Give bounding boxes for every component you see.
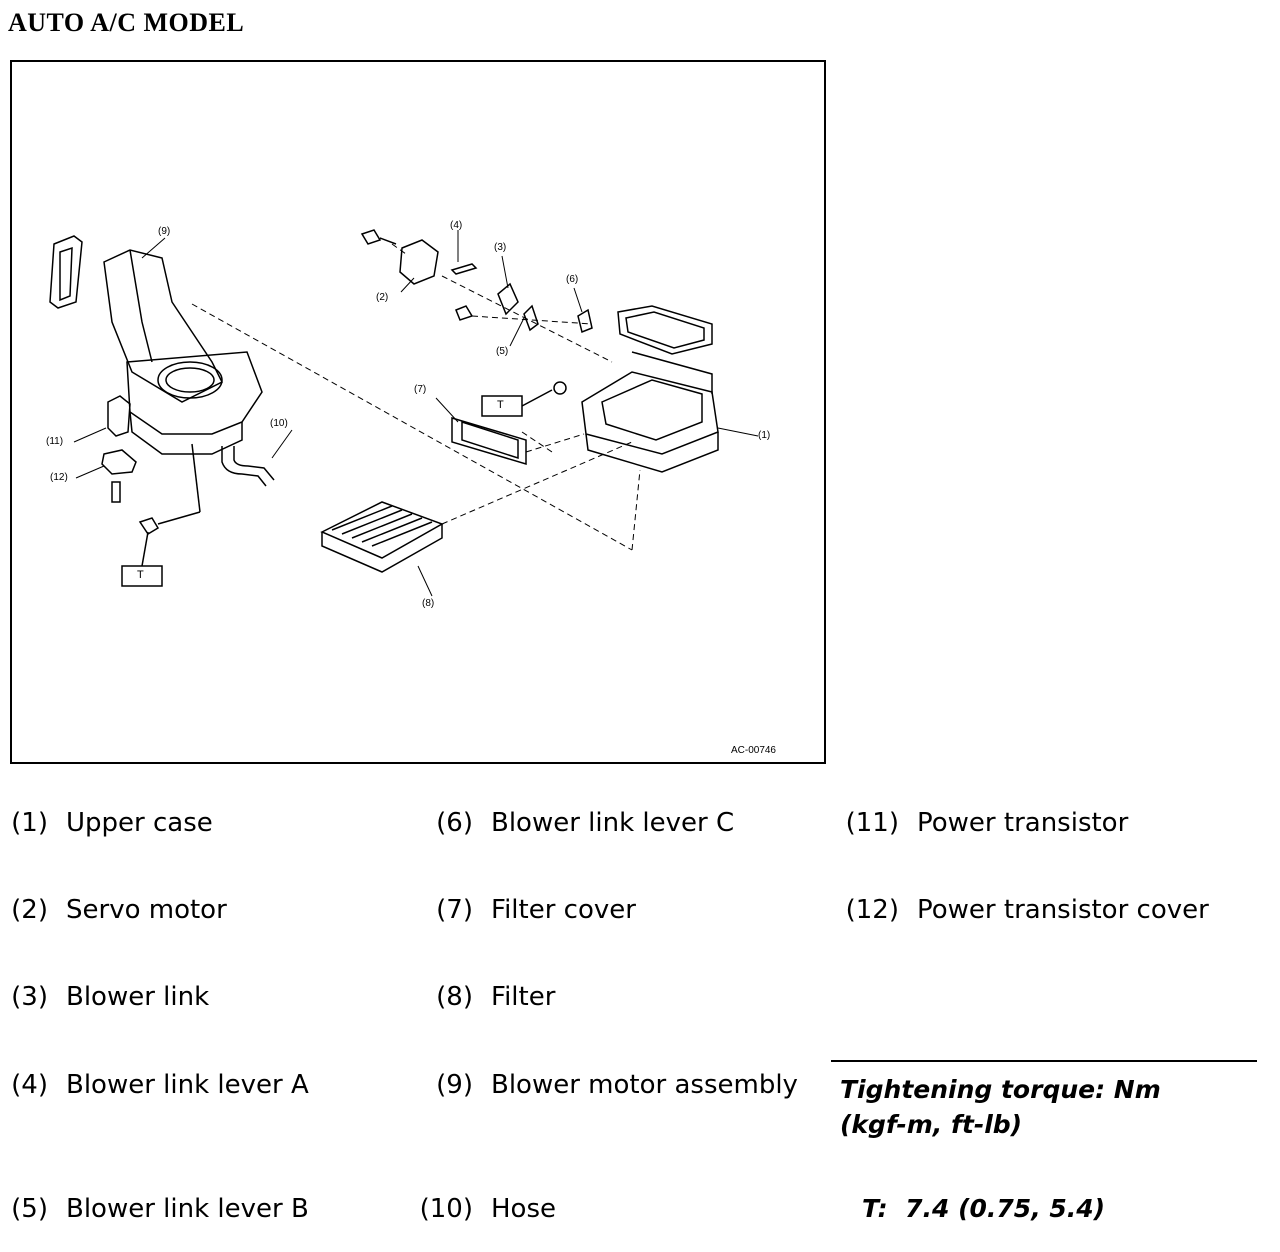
legend-number: (2) [11,895,48,925]
bolt-part [138,443,201,536]
exploded-diagram: (1) (2) (3) (4) (5) (6) (7) (8) (9) (10)… [10,60,826,764]
legend-label: Hose [491,1194,556,1224]
legend-label: Blower link [66,982,210,1012]
upper-case-part [581,305,719,473]
torque-heading: Tightening torque: Nm (kgf-m, ft-lb) [840,1072,1161,1142]
legend-label: Filter [491,982,556,1012]
torque-divider [831,1060,1257,1062]
figure-code: AC-00746 [730,745,776,756]
callout-1: (1) [758,430,771,441]
legend-label: Blower link lever C [491,808,735,838]
legend-item: (5) Blower link lever B [11,1194,309,1224]
torque-tags [121,389,553,587]
legend-label: Blower motor assembly [491,1070,798,1100]
assembly-guide-lines [191,243,641,551]
callout-3: (3) [494,242,507,253]
blower-link-part [450,263,593,334]
legend-number: (1) [11,808,48,838]
callout-9: (9) [158,226,171,237]
legend-label: Filter cover [491,895,636,925]
callout-4: (4) [450,220,463,231]
diagram-drawing [49,229,759,597]
callout-8: (8) [422,598,435,609]
legend-number: (10) [419,1194,473,1224]
servo-motor-part [360,229,474,321]
power-transistor-part [101,395,137,503]
legend-number: (8) [436,982,473,1012]
callout-leaders [73,230,759,597]
page-title: AUTO A/C MODEL [8,8,245,37]
filter-part [320,501,444,573]
legend-item: (7) Filter cover [436,895,636,925]
legend-label: Power transistor cover [917,895,1209,925]
torque-heading-line2: (kgf-m, ft-lb) [840,1110,1023,1139]
legend-number: (6) [436,808,473,838]
legend-item: (2) Servo motor [11,895,227,925]
torque-tag-lower: T [137,569,144,581]
filter-cover-part [451,416,527,466]
nut-part [553,381,567,395]
blower-motor-assembly-part [49,235,263,455]
legend-number: (7) [436,895,473,925]
callout-10: (10) [270,418,288,429]
legend-number: (9) [436,1070,473,1100]
legend-item: (9) Blower motor assembly [436,1070,798,1100]
callout-12: (12) [50,472,68,483]
legend-label: Blower link lever B [66,1194,309,1224]
legend-label: Upper case [66,808,213,838]
callout-2: (2) [376,292,389,303]
legend-item: (6) Blower link lever C [436,808,735,838]
callout-11: (11) [46,436,64,447]
legend-number: (3) [11,982,48,1012]
legend-label: Blower link lever A [66,1070,309,1100]
legend-label: Servo motor [66,895,227,925]
legend-number: (11) [845,808,899,838]
legend-item: (12) Power transistor cover [846,895,1209,925]
legend-number: (4) [11,1070,48,1100]
callout-6: (6) [566,274,579,285]
legend-label: Power transistor [917,808,1129,838]
torque-tag-upper: T [497,399,504,411]
callout-5: (5) [496,346,509,357]
legend-number: (5) [11,1194,48,1224]
legend-item: (3) Blower link [11,982,210,1012]
legend-item: (1) Upper case [11,808,213,838]
torque-value: T: 7.4 (0.75, 5.4) [862,1194,1106,1223]
legend-item: (4) Blower link lever A [11,1070,309,1100]
hose-part [221,446,275,487]
legend-item: (11) Power transistor [846,808,1129,838]
legend-item: (10) Hose [420,1194,556,1224]
callout-7: (7) [414,384,427,395]
legend-number: (12) [845,895,899,925]
torque-heading-line1: Tightening torque: Nm [840,1075,1161,1104]
legend-item: (8) Filter [436,982,556,1012]
